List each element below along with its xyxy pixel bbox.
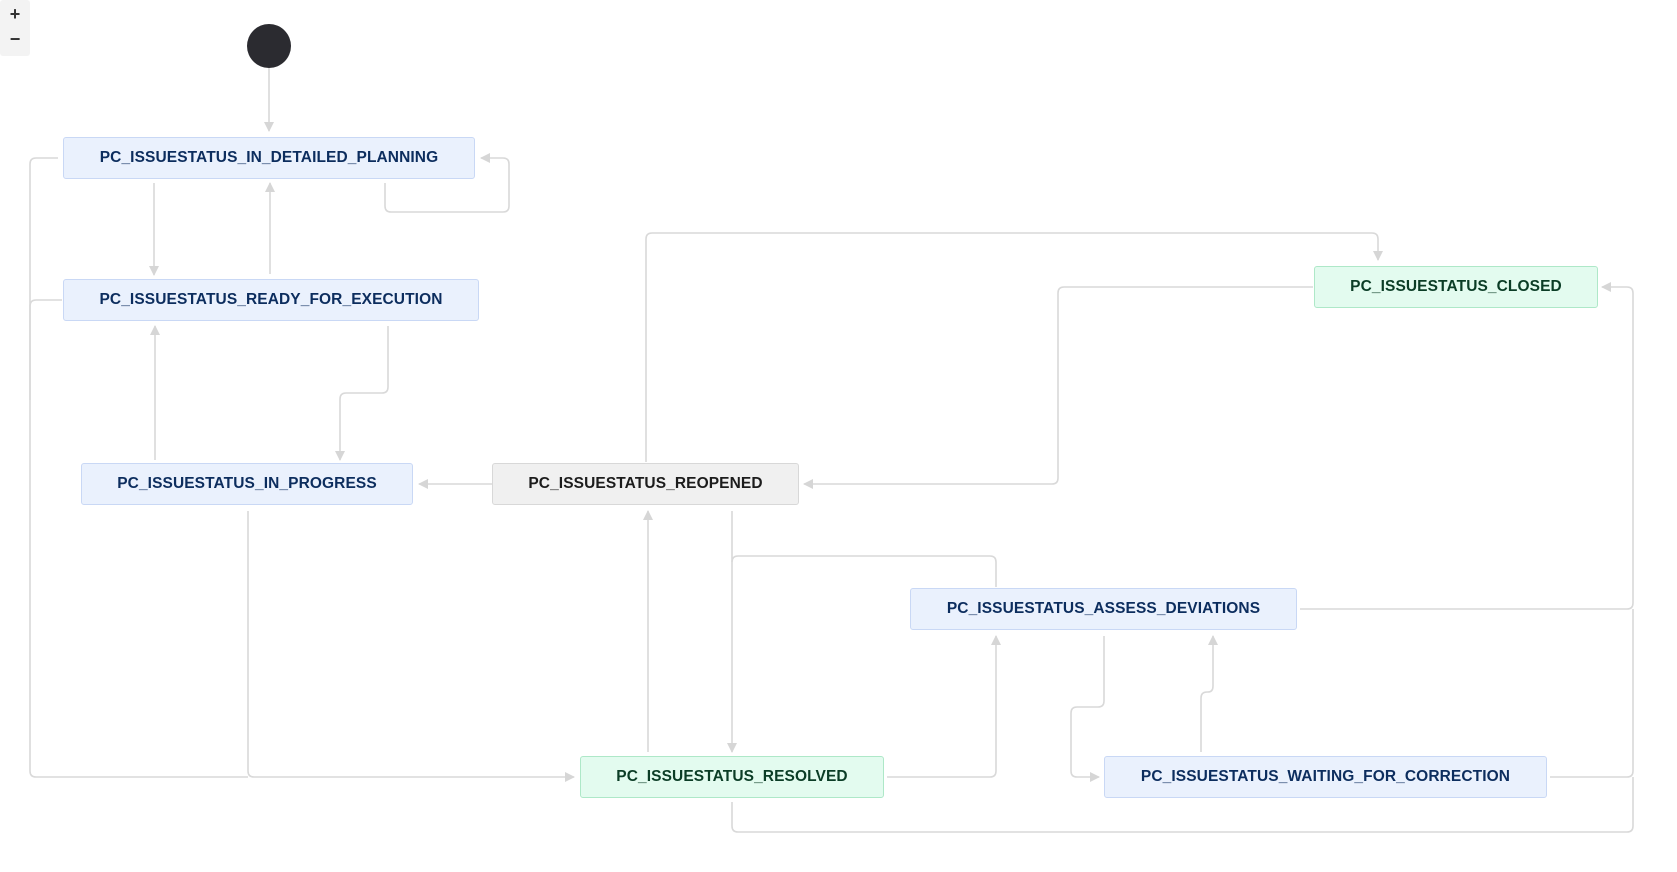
zoom-controls: + − [0, 0, 30, 56]
state-label: PC_ISSUESTATUS_CLOSED [1350, 278, 1562, 295]
state-resolved[interactable]: PC_ISSUESTATUS_RESOLVED [580, 756, 884, 798]
zoom-in-button[interactable]: + [9, 4, 21, 24]
edge-assess-to-waiting [1070, 636, 1105, 782]
edge-resolved-to-closed [731, 777, 1634, 833]
state-label: PC_ISSUESTATUS_IN_DETAILED_PLANNING [99, 149, 439, 166]
state-label: PC_ISSUESTATUS_RESOLVED [616, 768, 848, 785]
state-waiting-for-correction[interactable]: PC_ISSUESTATUS_WAITING_FOR_CORRECTION [1104, 756, 1547, 798]
state-label: PC_ISSUESTATUS_REOPENED [528, 475, 763, 492]
state-label: PC_ISSUESTATUS_IN_PROGRESS [117, 475, 377, 492]
edge-resolved-to-assess [887, 635, 1001, 778]
edge-planning-self-loop [384, 153, 510, 213]
edge-assess-to-closed [1300, 282, 1634, 610]
state-reopened[interactable]: PC_ISSUESTATUS_REOPENED [492, 463, 799, 505]
state-label: PC_ISSUESTATUS_READY_FOR_EXECUTION [99, 291, 443, 308]
edge-waiting-to-assess [1200, 635, 1218, 752]
edge-planning-to-resolved [29, 157, 248, 778]
state-label: PC_ISSUESTATUS_WAITING_FOR_CORRECTION [1140, 768, 1511, 785]
edge-reopened-to-closed [645, 232, 1383, 462]
start-node [247, 24, 291, 68]
state-ready-for-execution[interactable]: PC_ISSUESTATUS_READY_FOR_EXECUTION [63, 279, 479, 321]
edge-closed-to-reopened [803, 286, 1313, 489]
state-closed[interactable]: PC_ISSUESTATUS_CLOSED [1314, 266, 1598, 308]
edge-assess-to-resolved [731, 555, 997, 587]
edge-inprogress-to-resolved [247, 511, 575, 782]
edge-ready-to-inprogress [335, 326, 389, 461]
state-in-progress[interactable]: PC_ISSUESTATUS_IN_PROGRESS [81, 463, 413, 505]
zoom-out-button[interactable]: − [9, 29, 21, 49]
edge-ready-to-resolved [29, 299, 62, 400]
state-in-detailed-planning[interactable]: PC_ISSUESTATUS_IN_DETAILED_PLANNING [63, 137, 475, 179]
state-assess-deviations[interactable]: PC_ISSUESTATUS_ASSESS_DEVIATIONS [910, 588, 1297, 630]
edge-waiting-to-closed [1550, 609, 1634, 778]
state-label: PC_ISSUESTATUS_ASSESS_DEVIATIONS [946, 600, 1261, 617]
